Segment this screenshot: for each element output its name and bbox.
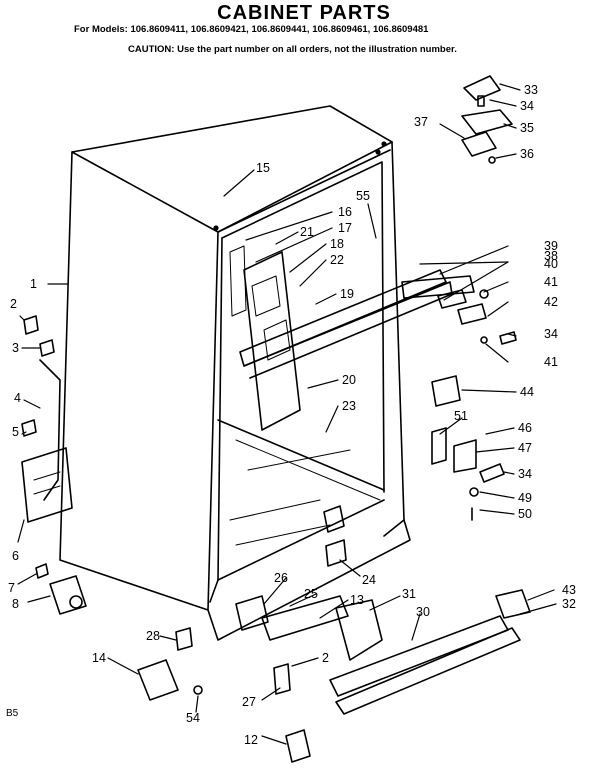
callout-6: 6: [12, 549, 19, 563]
callout-28: 28: [146, 629, 160, 643]
callout-labels: 33 34 35 37 36 15 55 16 17 21 18 22 38 3…: [8, 83, 576, 747]
callout-5: 5: [12, 425, 19, 439]
callout-4: 4: [14, 391, 21, 405]
callout-26: 26: [274, 571, 288, 585]
callout-7: 7: [8, 581, 15, 595]
callout-22: 22: [330, 253, 344, 267]
callout-23: 23: [342, 399, 356, 413]
callout-31: 31: [402, 587, 416, 601]
callout-24: 24: [362, 573, 376, 587]
callout-16: 16: [338, 205, 352, 219]
callout-42: 42: [544, 295, 558, 309]
callout-21: 21: [300, 225, 314, 239]
callout-15: 15: [256, 161, 270, 175]
callout-17: 17: [338, 221, 352, 235]
callout-38: 38: [544, 249, 558, 263]
callout-51: 51: [454, 409, 468, 423]
callout-46: 46: [518, 421, 532, 435]
corner-code: B5: [6, 708, 19, 719]
diagram-title: CABINET PARTS: [217, 2, 391, 24]
caution-note: CAUTION: Use the part number on all orde…: [128, 44, 457, 55]
callout-55: 55: [356, 189, 370, 203]
callout-50: 50: [518, 507, 532, 521]
left-side-parts: [21, 315, 87, 615]
mullion-divider: [239, 269, 475, 379]
callout-20: 20: [342, 373, 356, 387]
control-housing: [229, 245, 301, 431]
callout-3: 3: [12, 341, 19, 355]
callout-32: 32: [562, 597, 576, 611]
callout-47: 47: [518, 441, 532, 455]
callout-36: 36: [520, 147, 534, 161]
callout-13: 13: [350, 593, 364, 607]
callout-37: 37: [414, 115, 428, 129]
callout-40: 40: [544, 257, 558, 271]
callout-54: 54: [186, 711, 200, 725]
callout-44: 44: [520, 385, 534, 399]
callout-34b: 34: [544, 327, 558, 341]
model-numbers: For Models: 106.8609411, 106.8609421, 10…: [74, 24, 429, 35]
callout-49: 49: [518, 491, 532, 505]
callout-18: 18: [330, 237, 344, 251]
callout-43: 43: [562, 583, 576, 597]
callout-33: 33: [524, 83, 538, 97]
callout-19: 19: [340, 287, 354, 301]
callout-34c: 34: [518, 467, 532, 481]
callout-39: 39: [544, 239, 558, 253]
bottom-parts: [137, 505, 531, 763]
callout-12: 12: [244, 733, 258, 747]
callout-2: 2: [10, 297, 17, 311]
callout-35: 35: [520, 121, 534, 135]
callout-41b: 41: [544, 355, 558, 369]
callout-2b: 2: [322, 651, 329, 665]
leader-lines: [17, 83, 557, 745]
callout-30: 30: [416, 605, 430, 619]
cabinet-body: [59, 105, 411, 641]
callout-8: 8: [12, 597, 19, 611]
callout-14: 14: [92, 651, 106, 665]
callout-34: 34: [520, 99, 534, 113]
callout-41: 41: [544, 275, 558, 289]
right-side-parts: [431, 289, 517, 521]
top-hinge-parts: [461, 75, 513, 164]
callout-25: 25: [304, 587, 318, 601]
callout-27: 27: [242, 695, 256, 709]
callout-1: 1: [30, 277, 37, 291]
